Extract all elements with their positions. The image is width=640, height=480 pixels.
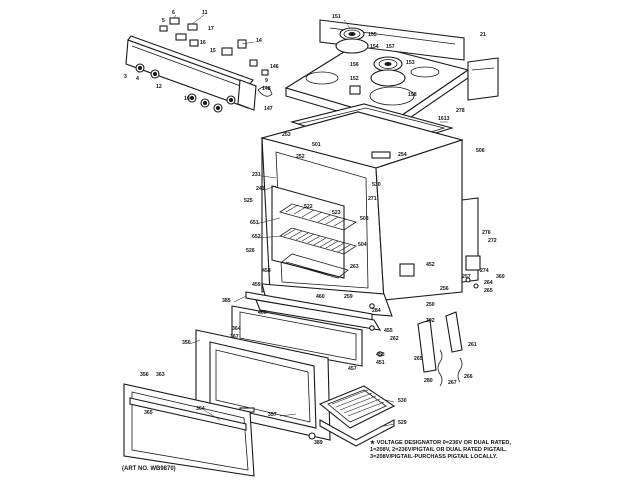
callout-276: 276: [482, 230, 491, 236]
leader-lines: [173, 14, 448, 427]
callout-522: 522: [304, 204, 313, 210]
callout-252: 252: [296, 154, 305, 160]
callout-526: 526: [246, 248, 255, 254]
callout-153: 153: [406, 60, 415, 66]
callout-357: 357: [268, 412, 277, 418]
callout-262: 262: [390, 336, 399, 342]
callout-504: 504: [358, 242, 367, 248]
callout-14: 14: [256, 38, 262, 44]
callout-21: 21: [480, 32, 486, 38]
callout-532: 530: [372, 182, 381, 188]
callout-385: 385: [222, 298, 231, 304]
callout-267: 267: [448, 380, 457, 386]
voltage-designator-note: ★ VOLTAGE DESIGNATOR 0=236V OR DUAL RATE…: [370, 440, 511, 460]
callout-452: 452: [426, 262, 435, 268]
callout-254: 254: [398, 152, 407, 158]
callout-17: 17: [208, 26, 214, 32]
surface-burners: [305, 27, 440, 106]
broiler-pan: [318, 385, 396, 447]
callout-284: 284: [372, 308, 381, 314]
callout-157: 157: [386, 44, 395, 50]
callout-363: 363: [156, 372, 165, 378]
callout-16: 16: [200, 40, 206, 46]
door-hinges: [308, 277, 479, 440]
callout-10: 10: [184, 96, 190, 102]
callout-651: 651: [250, 220, 259, 226]
callout-506: 506: [476, 148, 485, 154]
callout-278: 278: [456, 108, 465, 114]
callout-529: 529: [398, 420, 407, 426]
callout-labels: 6 11 5 14 16 17 15 3 4 12 10 9 146 148 1…: [124, 10, 505, 446]
callout-453: 453: [376, 352, 385, 358]
callout-152: 152: [350, 76, 359, 82]
callout-458: 458: [262, 268, 271, 274]
callout-459: 459: [252, 282, 261, 288]
callout-158: 158: [408, 92, 417, 98]
callout-11: 11: [202, 10, 208, 16]
art-number: (ART NO. WB9870): [122, 466, 176, 472]
callout-454: 455: [384, 328, 393, 334]
callout-451: 451: [376, 360, 385, 366]
callout-652: 652: [252, 234, 261, 240]
callout-356: 356: [140, 372, 149, 378]
callout-156: 156: [350, 62, 359, 68]
callout-525: 525: [244, 198, 253, 204]
callout-257: 257: [462, 274, 471, 280]
callout-147: 147: [264, 106, 273, 112]
callout-256: 256: [440, 286, 449, 292]
callout-15: 15: [210, 48, 216, 54]
control-knobs: [135, 63, 236, 113]
drawer-panels: [231, 291, 382, 367]
callout-503: 503: [360, 216, 369, 222]
callout-1613: 1613: [438, 116, 450, 122]
callout-250: 250: [426, 302, 435, 308]
callout-3: 3: [124, 74, 127, 80]
callout-264: 264: [484, 280, 493, 286]
callout-265: 265: [484, 288, 493, 294]
callout-523: 523: [332, 210, 341, 216]
callout-253: 253: [282, 132, 291, 138]
callout-151: 151: [332, 14, 341, 20]
callout-501: 501: [312, 142, 321, 148]
callout-457: 457: [348, 366, 357, 372]
callout-266: 266: [464, 374, 473, 380]
callout-271: 271: [368, 196, 377, 202]
callout-4: 4: [136, 76, 139, 82]
callout-460: 460: [316, 294, 325, 300]
oven-racks: [271, 185, 357, 279]
callout-530: 530: [398, 398, 407, 404]
callout-272: 272: [488, 238, 497, 244]
callout-350: 350: [182, 340, 191, 346]
callout-265b: 265: [414, 356, 423, 362]
cooktop: [284, 19, 499, 130]
callout-148: 148: [262, 86, 271, 92]
callout-280: 280: [424, 378, 433, 384]
callout-400: 400: [258, 310, 267, 316]
callout-381: 364: [232, 326, 241, 332]
callout-365: 365: [144, 410, 153, 416]
callout-5: 5: [162, 18, 165, 24]
callout-6: 6: [172, 10, 175, 16]
callout-259: 259: [344, 294, 353, 300]
callout-9: 9: [265, 78, 268, 84]
outer-door-panel: [123, 383, 255, 477]
callout-155: 155: [368, 32, 377, 38]
callout-12: 12: [156, 84, 162, 90]
callout-231: 231: [252, 172, 261, 178]
callout-261: 261: [468, 342, 477, 348]
callout-365-right: 360: [496, 274, 505, 280]
callout-364: 364: [196, 406, 205, 412]
callout-154: 154: [370, 44, 379, 50]
callout-367: 367: [230, 334, 239, 340]
callout-241: 241: [256, 186, 265, 192]
callout-274: 274: [480, 268, 489, 274]
callout-263: 263: [350, 264, 359, 270]
control-panel: [125, 17, 273, 113]
callout-389: 389: [314, 440, 323, 446]
callout-146: 146: [270, 64, 279, 70]
callout-302: 302: [426, 318, 435, 324]
